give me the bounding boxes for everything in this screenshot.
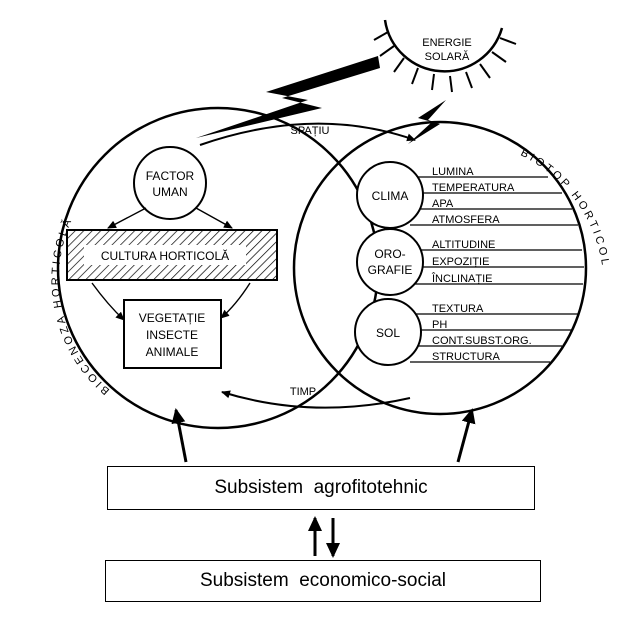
sun-label-line1: ENERGIE <box>422 37 472 49</box>
time-label: TIMP <box>290 386 316 398</box>
human-factor-line2: UMAN <box>152 185 187 199</box>
vegetation-line2: INSECTE <box>146 328 198 342</box>
soil-item-1: TEXTURA <box>432 303 484 315</box>
climate-item-2: TEMPERATURA <box>432 182 515 194</box>
soil-item-3: CONT.SUBST.ORG. <box>432 335 532 347</box>
sun-label-line2: SOLARĂ <box>425 50 470 63</box>
orography-label-line2: GRAFIE <box>368 263 413 277</box>
vegetation-line1: VEGETAȚIE <box>139 311 205 325</box>
orography-item-3: ÎNCLINAȚIE <box>431 272 493 285</box>
human-factor-line1: FACTOR <box>146 169 195 183</box>
vegetation-box <box>123 299 222 369</box>
biocenosis-circle: BIOCENOZA HORTICOLĂ FACTOR UMAN CULTURA … <box>50 106 380 430</box>
climate-item-3: APA <box>432 198 454 210</box>
orography-label-line1: ORO- <box>374 247 405 261</box>
soil-label: SOL <box>376 326 400 340</box>
culture-label: CULTURA HORTICOLĂ <box>101 248 229 263</box>
human-factor-node <box>133 146 207 220</box>
orography-node <box>356 228 424 296</box>
arrow-to-biotope <box>456 408 476 463</box>
arrow-to-biocenosis <box>171 408 188 463</box>
soil-item-4: STRUCTURA <box>432 351 500 363</box>
climate-item-4: ATMOSFERA <box>432 214 500 226</box>
socioeconomic-subsystem-label: Subsistem economico-social <box>199 570 447 591</box>
vegetation-line3: ANIMALE <box>146 345 199 359</box>
soil-item-2: PH <box>432 319 447 331</box>
soil-node <box>354 298 422 366</box>
solar-energy-sun: ENERGIE SOLARĂ <box>373 19 517 93</box>
agrophytotechnical-subsystem-box: Subsistem agrofitotehnic <box>107 466 535 510</box>
space-arc: SPAȚIU <box>199 122 416 146</box>
socioeconomic-subsystem-box: Subsistem economico-social <box>105 560 541 602</box>
climate-label: CLIMA <box>372 189 409 203</box>
lightning-bolt-large <box>196 56 380 138</box>
orography-item-1: ALTITUDINE <box>432 239 495 251</box>
climate-item-1: LUMINA <box>432 166 474 178</box>
agrophytotechnical-subsystem-label: Subsistem agrofitotehnic <box>214 477 428 498</box>
space-label: SPAȚIU <box>291 125 330 137</box>
orography-item-2: EXPOZIȚIE <box>432 256 489 268</box>
time-arc: TIMP <box>221 386 411 409</box>
